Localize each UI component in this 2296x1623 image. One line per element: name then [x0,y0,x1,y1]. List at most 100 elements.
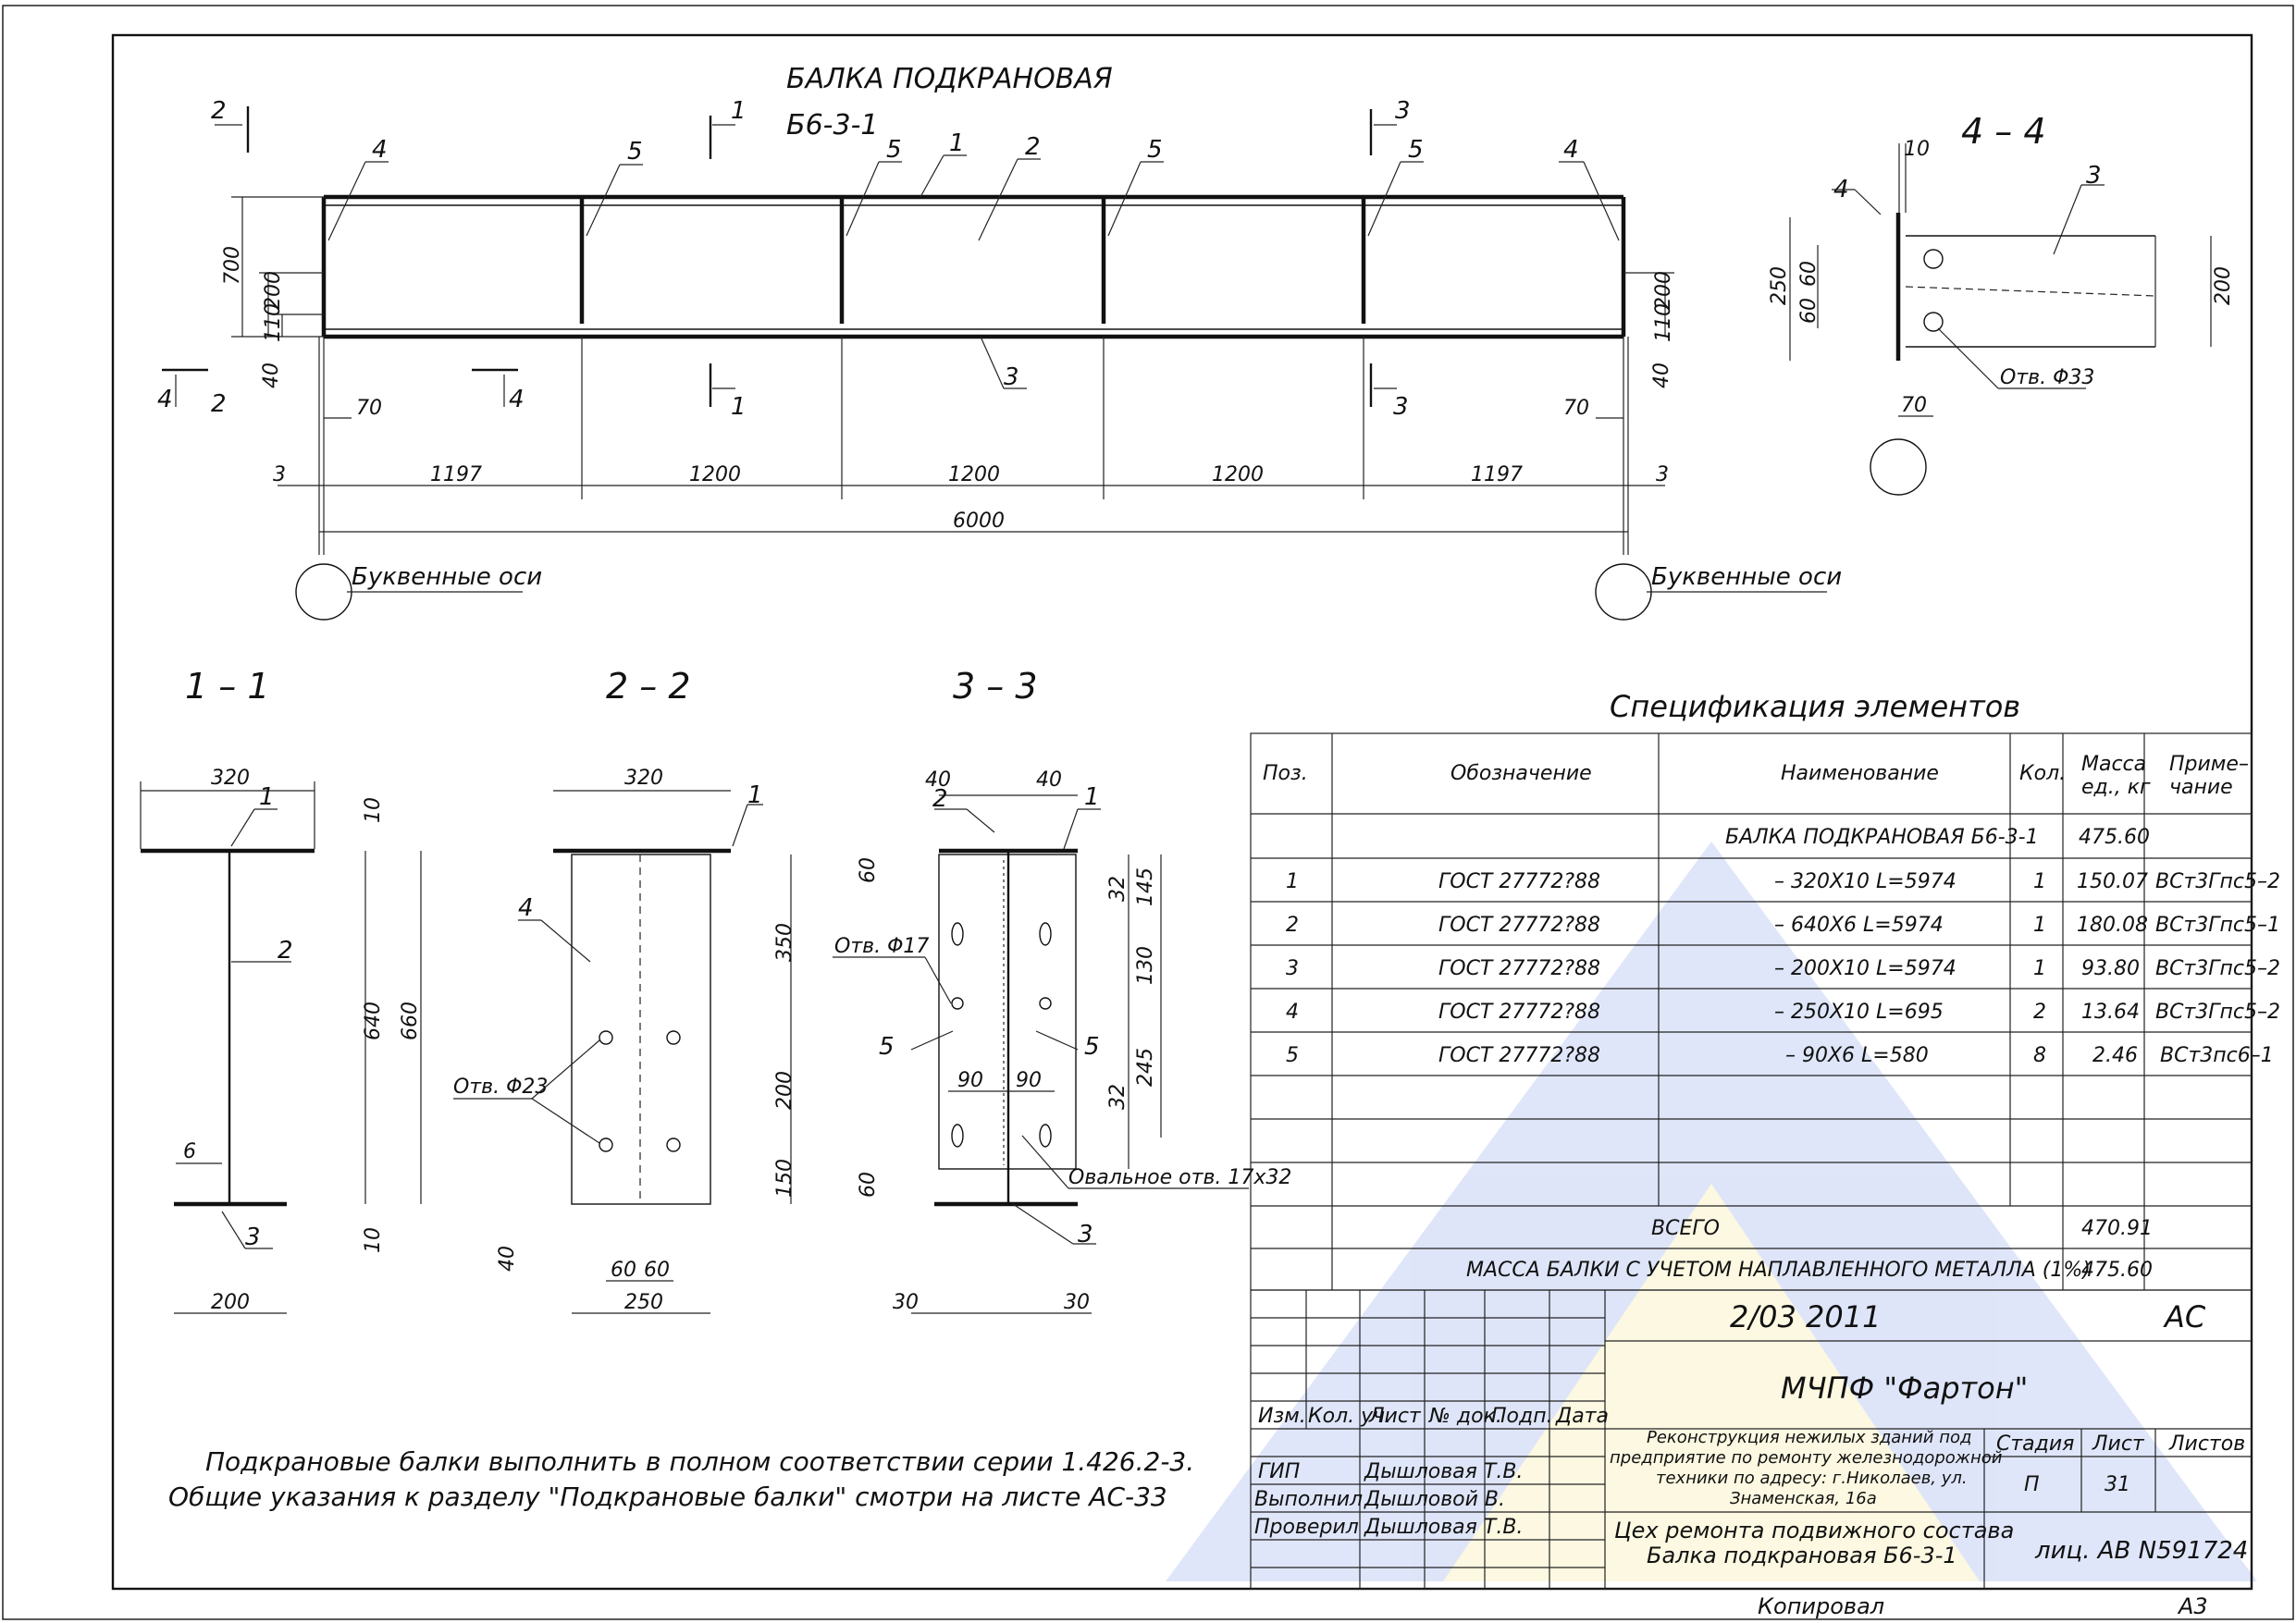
svg-text:1: 1 [949,129,965,157]
svg-text:90: 90 [1016,1069,1042,1092]
svg-text:3: 3 [1395,97,1411,125]
svg-text:350: 350 [773,923,796,962]
svg-text:техники по адресу: г.Николаев,: техники по адресу: г.Николаев, ул. [1656,1469,1968,1488]
svg-text:110: 110 [262,303,285,342]
svg-text:40: 40 [1036,768,1062,792]
svg-text:Приме–: Приме– [2169,753,2249,776]
svg-text:60: 60 [1797,261,1821,287]
svg-text:150.07: 150.07 [2077,870,2148,893]
svg-text:245: 245 [1134,1048,1157,1087]
svg-text:60: 60 [857,1172,880,1198]
svg-text:ГОСТ 27772?88: ГОСТ 27772?88 [1438,1044,1600,1067]
svg-text:1 – 1: 1 – 1 [185,666,270,707]
svg-text:5: 5 [1147,136,1163,164]
svg-text:250: 250 [1768,266,1791,305]
svg-text:Обозначение: Обозначение [1450,762,1592,785]
svg-text:ВСт3Гпс5–2: ВСт3Гпс5–2 [2155,870,2280,893]
outer-frame [2,5,2294,1620]
svg-text:3: 3 [1656,463,1669,486]
svg-text:130: 130 [1134,946,1157,985]
svg-text:Масса: Масса [2081,753,2146,776]
spec-row: 4 ГОСТ 27772?88 – 250Х10 L=695 2 13.64 В… [1286,1001,2280,1024]
axis-label-right: Буквенные оси [1651,563,1842,591]
svg-text:2 – 2: 2 – 2 [606,666,691,707]
svg-text:ГИП: ГИП [1258,1460,1300,1483]
svg-text:Проверил: Проверил [1254,1516,1359,1539]
svg-text:8: 8 [2033,1044,2046,1067]
footer-format: А3 [2177,1593,2208,1619]
beam-elevation: БАЛКА ПОДКРАНОВАЯ Б6-3-1 4 5 5 1 2 5 5 4… [157,63,1842,621]
svg-text:4: 4 [1563,136,1579,164]
svg-text:Реконструкция нежилых зданий п: Реконструкция нежилых зданий под [1647,1428,1971,1447]
svg-text:10: 10 [1904,138,1930,161]
svg-text:5: 5 [886,136,902,164]
svg-text:30: 30 [1064,1291,1090,1314]
svg-text:70: 70 [1563,397,1589,420]
footer-copied: Копировал [1758,1593,1884,1619]
svg-text:60: 60 [857,857,880,883]
svg-text:200: 200 [1652,271,1675,310]
svg-text:Стадия: Стадия [1996,1432,2074,1456]
spec-row: 1 ГОСТ 27772?88 – 320Х10 L=5974 1 150.07… [1286,870,2280,893]
svg-text:2: 2 [2033,1001,2046,1024]
svg-text:32: 32 [1106,876,1129,902]
svg-text:4: 4 [157,386,173,413]
svg-text:660: 660 [399,1002,422,1040]
svg-text:4 – 4: 4 – 4 [1961,111,2046,152]
svg-text:13.64: 13.64 [2081,1001,2140,1024]
svg-text:Отв. Φ23: Отв. Φ23 [453,1076,548,1099]
svg-text:70: 70 [356,397,382,420]
svg-text:3: 3 [1393,393,1409,421]
svg-text:5: 5 [627,138,643,166]
spec-row: 5 ГОСТ 27772?88 – 90Х6 L=580 8 2.46 ВСт3… [1286,1044,2274,1067]
svg-text:Подп.: Подп. [1491,1405,1553,1428]
svg-text:ГОСТ 27772?88: ГОСТ 27772?88 [1438,914,1600,937]
svg-text:3 – 3: 3 – 3 [953,666,1038,707]
svg-text:110: 110 [1652,303,1675,342]
svg-text:МАССА БАЛКИ С УЧЕТОМ НАПЛАВЛЕН: МАССА БАЛКИ С УЧЕТОМ НАПЛАВЛЕННОГО МЕТАЛ… [1466,1259,2091,1282]
svg-text:320: 320 [211,767,250,790]
svg-text:3: 3 [1078,1221,1093,1248]
svg-text:Выполнил: Выполнил [1254,1488,1363,1511]
svg-text:Овальное отв. 17х32: Овальное отв. 17х32 [1068,1166,1291,1189]
svg-text:Листов: Листов [2168,1432,2245,1456]
svg-text:475.60: 475.60 [2079,826,2150,849]
svg-text:1: 1 [1286,870,1299,893]
spec-row: 2 ГОСТ 27772?88 – 640Х6 L=5974 1 180.08 … [1286,914,2280,937]
svg-text:ВСт3пс6–1: ВСт3пс6–1 [2160,1044,2274,1067]
title-company: МЧПФ "Фартон" [1781,1371,2028,1406]
svg-text:– 250Х10 L=695: – 250Х10 L=695 [1774,1001,1944,1024]
svg-text:145: 145 [1134,867,1157,906]
svg-text:ВСт3Гпс5–2: ВСт3Гпс5–2 [2155,957,2280,980]
svg-text:200: 200 [211,1291,250,1314]
spec-table: Спецификация элементов Поз. Обозначение … [1250,689,2280,1291]
svg-text:предприятие по ремонту железно: предприятие по ремонту железнодорожной [1610,1448,2003,1468]
svg-text:3: 3 [2086,162,2102,190]
svg-text:32: 32 [1106,1084,1129,1110]
svg-text:475.60: 475.60 [2081,1259,2153,1282]
svg-text:– 90Х6 L=580: – 90Х6 L=580 [1785,1044,1929,1067]
note-line-2: Общие указания к разделу "Подкрановые ба… [168,1482,1167,1512]
svg-text:Лист: Лист [2092,1432,2145,1456]
svg-text:70: 70 [1901,394,1927,417]
svg-text:– 200Х10 L=5974: – 200Х10 L=5974 [1774,957,1957,980]
svg-text:200: 200 [2212,266,2235,305]
svg-text:ВСт3Гпс5–1: ВСт3Гпс5–1 [2155,914,2280,937]
svg-text:– 320Х10 L=5974: – 320Х10 L=5974 [1774,870,1957,893]
svg-text:90: 90 [957,1069,983,1092]
svg-text:2.46: 2.46 [2092,1044,2138,1067]
svg-text:Дата: Дата [1555,1405,1609,1428]
drawing-subtitle: Б6-3-1 [786,109,879,141]
svg-text:№ док.: № док. [1428,1405,1502,1428]
svg-text:5: 5 [1408,136,1424,164]
note-line-1: Подкрановые балки выполнить в полном соо… [205,1446,1194,1477]
svg-text:4: 4 [1833,176,1849,203]
svg-text:5: 5 [1286,1044,1299,1067]
svg-text:2: 2 [211,97,227,125]
svg-text:470.91: 470.91 [2081,1217,2153,1240]
title-code: 2/03 2011 [1730,1299,1881,1334]
svg-text:Отв. Φ33: Отв. Φ33 [2000,366,2094,389]
svg-text:Поз.: Поз. [1263,762,1308,785]
svg-text:180.08: 180.08 [2077,914,2148,937]
